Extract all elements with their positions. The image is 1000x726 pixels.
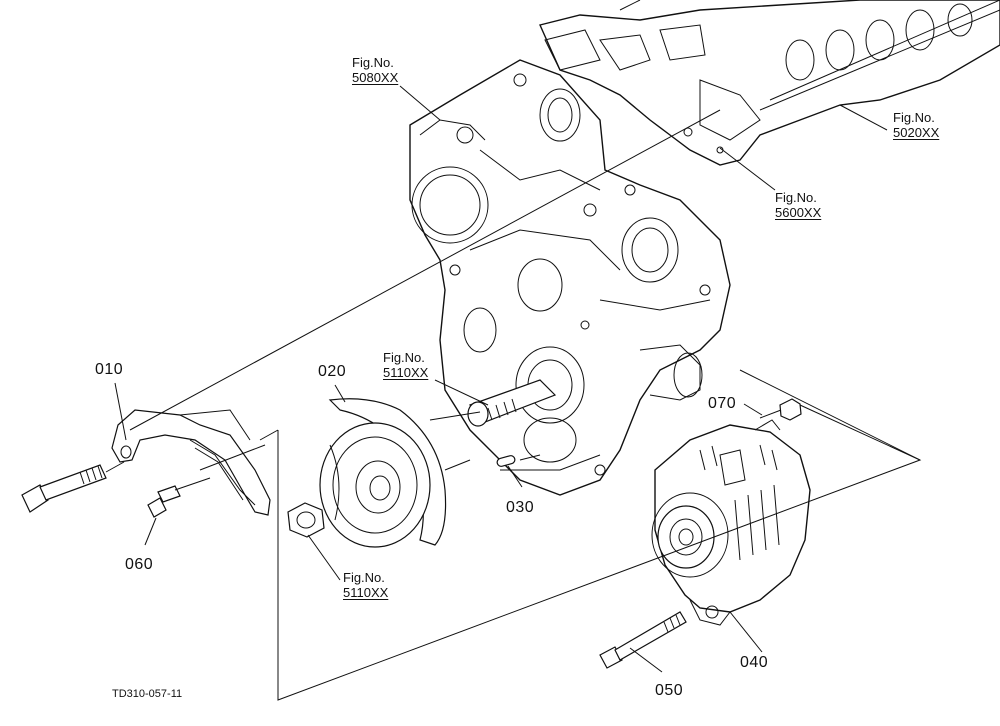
fig-ref-5110-nut: Fig.No. 5110XX <box>343 570 388 600</box>
pulley-nut-drawing <box>287 502 325 538</box>
cylinder-head-drawing <box>539 0 1000 166</box>
small-bolt-drawing <box>147 477 211 518</box>
fig-ref-title: Fig.No. <box>893 110 935 125</box>
alternator-bolt-drawing <box>599 611 687 669</box>
alignment-lines <box>129 109 922 701</box>
terminal-nut-drawing <box>759 398 802 421</box>
alternator-bracket-drawing <box>111 409 271 516</box>
fan-pulley-drawing <box>319 398 447 548</box>
drawing-code: TD310-057-11 <box>112 688 183 700</box>
fig-ref-number: 5600XX <box>775 205 822 220</box>
fig-ref-title: Fig.No. <box>352 55 394 70</box>
part-label-050: 050 <box>655 682 684 699</box>
leader-lines <box>114 85 888 673</box>
fig-ref-number: 5110XX <box>343 585 389 600</box>
part-label-060: 060 <box>125 556 154 573</box>
gear-case-drawing <box>409 59 731 496</box>
bracket-bolt-drawing <box>21 461 125 513</box>
fig-ref-title: Fig.No. <box>343 570 385 585</box>
fig-ref-5020: Fig.No. 5020XX <box>893 110 939 140</box>
part-label-010: 010 <box>95 361 124 378</box>
alternator-drawing <box>651 419 811 626</box>
part-label-030: 030 <box>506 499 535 516</box>
fig-ref-number: 5020XX <box>893 125 940 140</box>
part-label-070: 070 <box>708 395 737 412</box>
fig-ref-5080: Fig.No. 5080XX <box>352 55 398 85</box>
feather-key-drawing <box>496 455 516 467</box>
fig-ref-5110-crank: Fig.No. 5110XX <box>383 350 428 380</box>
fig-ref-number: 5110XX <box>383 365 429 380</box>
fig-ref-5600: Fig.No. 5600XX <box>775 190 821 220</box>
part-label-040: 040 <box>740 654 769 671</box>
part-label-020: 020 <box>318 363 347 380</box>
fig-ref-title: Fig.No. <box>383 350 425 365</box>
fig-ref-title: Fig.No. <box>775 190 817 205</box>
fig-ref-number: 5080XX <box>352 70 399 85</box>
